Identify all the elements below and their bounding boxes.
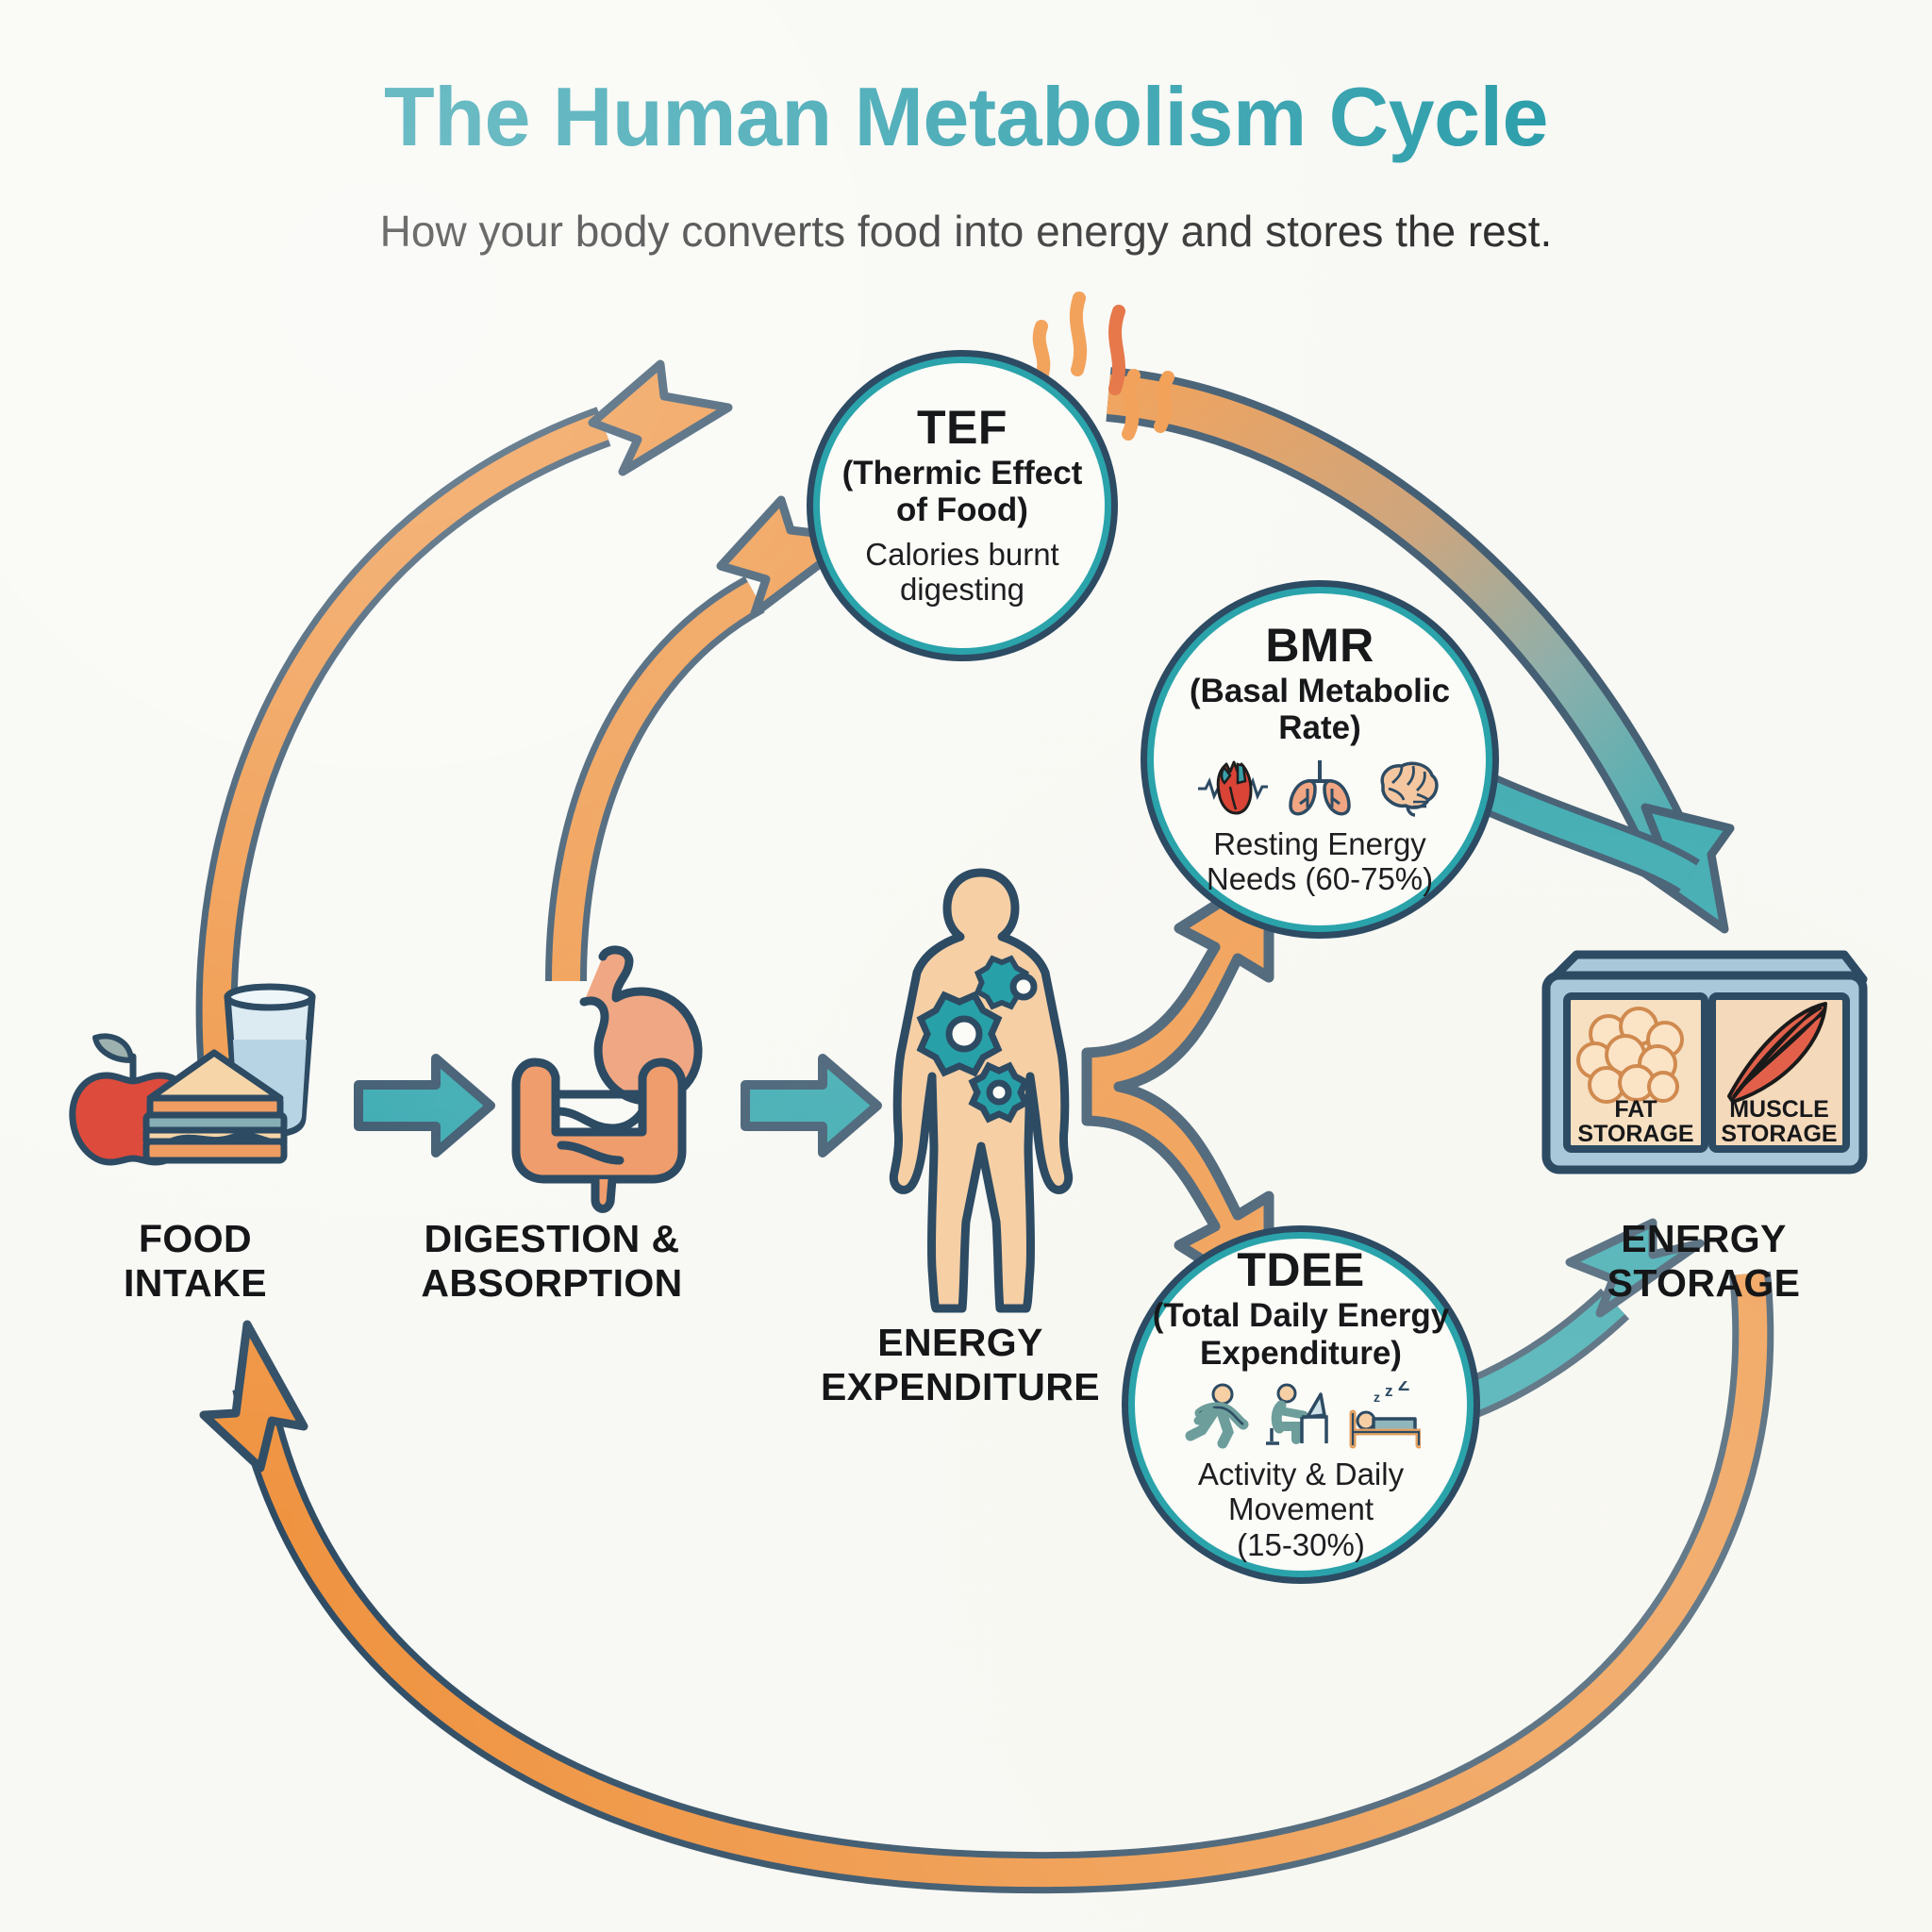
- bmr-description: Resting Energy Needs (60-75%): [1191, 826, 1448, 897]
- arrow-food-to-digestion: [354, 1054, 495, 1158]
- fat-cell-cluster-icon: [1576, 1007, 1684, 1104]
- stage-label-digestion: DIGESTION & ABSORPTION: [363, 1217, 741, 1305]
- page-title: The Human Metabolism Cycle: [384, 70, 1548, 163]
- tdee-full-line2: Expenditure): [1200, 1334, 1402, 1372]
- energy-expenditure-illustration: [889, 868, 1074, 1313]
- stage-label-energy-storage: ENERGY STORAGE: [1528, 1217, 1879, 1305]
- arrow-bmr-to-storage: [1455, 764, 1701, 895]
- tef-description: Calories burnt digesting: [850, 537, 1074, 608]
- lungs-icon: [1289, 759, 1351, 816]
- gears-icon: [916, 955, 1038, 1124]
- stomach-intestines-icon: [511, 945, 703, 1213]
- arrow-storage-to-food: [199, 1271, 1774, 1894]
- bmr-icon-row: [1196, 757, 1443, 819]
- fat-storage-label-line2: STORAGE: [1577, 1121, 1693, 1147]
- svg-text:z: z: [1374, 1390, 1380, 1405]
- bmr-full-line1: (Basal Metabolic: [1189, 673, 1451, 710]
- tdee-desc-line2: Movement: [1227, 1491, 1374, 1527]
- muscle-storage-label-line2: STORAGE: [1721, 1121, 1837, 1147]
- tdee-full-line1: (Total Daily Energy: [1152, 1297, 1450, 1335]
- food-label-line2: INTAKE: [124, 1260, 267, 1305]
- expenditure-label-line2: EXPENDITURE: [820, 1364, 1100, 1408]
- brain-icon: [1380, 761, 1439, 817]
- muscle-storage-label-line1: MUSCLE: [1729, 1096, 1829, 1123]
- heat-waves-icon: [1032, 291, 1174, 441]
- tdee-abbr: TDEE: [1237, 1243, 1365, 1297]
- expenditure-label-line1: ENERGY: [877, 1321, 1043, 1364]
- arrow-food-to-tef: [195, 359, 733, 1073]
- running-person-icon: [1185, 1383, 1249, 1449]
- stage-label-energy-expenditure: ENERGY EXPENDITURE: [791, 1321, 1130, 1408]
- desk-worker-icon: [1266, 1383, 1328, 1445]
- tef-full-line1: (Thermic Effect: [841, 455, 1083, 492]
- bmr-desc-line1: Resting Energy: [1213, 825, 1426, 861]
- tef-abbr: TEF: [917, 401, 1008, 455]
- tdee-desc-line1: Activity & Daily: [1197, 1456, 1405, 1491]
- arrow-digestion-to-tef: [545, 495, 859, 982]
- tdee-full-name: (Total Daily Energy Expenditure): [1141, 1297, 1460, 1371]
- arrow-body-to-bmr-tdee: [1081, 866, 1274, 1307]
- tef-full-line2: of Food): [896, 491, 1028, 529]
- tef-desc-line2: digesting: [899, 572, 1025, 608]
- node-tdee[interactable]: TDEE (Total Daily Energy Expenditure): [1128, 1232, 1474, 1577]
- page-subtitle: How your body converts food into energy …: [379, 207, 1553, 256]
- digestion-label-line2: ABSORPTION: [421, 1260, 683, 1305]
- bmr-desc-line2: Needs (60-75%): [1206, 861, 1434, 897]
- node-tef[interactable]: TEF (Thermic Effect of Food) Calories bu…: [813, 357, 1111, 655]
- sleeping-person-icon: z z Z: [1349, 1381, 1421, 1449]
- sandwich-icon: [142, 1049, 288, 1164]
- bmr-full-line2: Rate): [1278, 709, 1361, 747]
- tdee-desc-line3: (15-30%): [1237, 1526, 1365, 1562]
- tdee-icon-row: z z Z: [1181, 1381, 1421, 1449]
- bmr-full-name: (Basal Metabolic Rate): [1178, 673, 1461, 746]
- node-bmr[interactable]: BMR (Basal Metabolic Rate): [1147, 587, 1492, 932]
- svg-text:z: z: [1385, 1382, 1393, 1400]
- food-intake-illustration: [69, 983, 316, 1166]
- energy-storage-box: FAT STORAGE MUSCLE STORAGE: [1541, 950, 1868, 1174]
- svg-text:Z: Z: [1398, 1381, 1409, 1395]
- storage-label-line2: STORAGE: [1607, 1260, 1801, 1305]
- food-label-line1: FOOD: [138, 1217, 253, 1260]
- tef-full-name: (Thermic Effect of Food): [831, 455, 1094, 528]
- tdee-description: Activity & Daily Movement (15-30%): [1183, 1457, 1419, 1563]
- bmr-abbr: BMR: [1265, 619, 1374, 673]
- digestion-label-line1: DIGESTION &: [424, 1217, 680, 1260]
- arrow-digestion-to-body: [741, 1054, 882, 1158]
- fat-storage-label-line1: FAT: [1614, 1096, 1657, 1123]
- heart-icon: [1198, 760, 1268, 815]
- storage-label-line1: ENERGY: [1621, 1217, 1787, 1260]
- digestion-illustration: [511, 945, 703, 1213]
- stage-label-food-intake: FOOD INTAKE: [40, 1217, 351, 1305]
- muscle-fiber-icon: [1727, 1002, 1827, 1104]
- tef-desc-line1: Calories burnt: [865, 536, 1059, 572]
